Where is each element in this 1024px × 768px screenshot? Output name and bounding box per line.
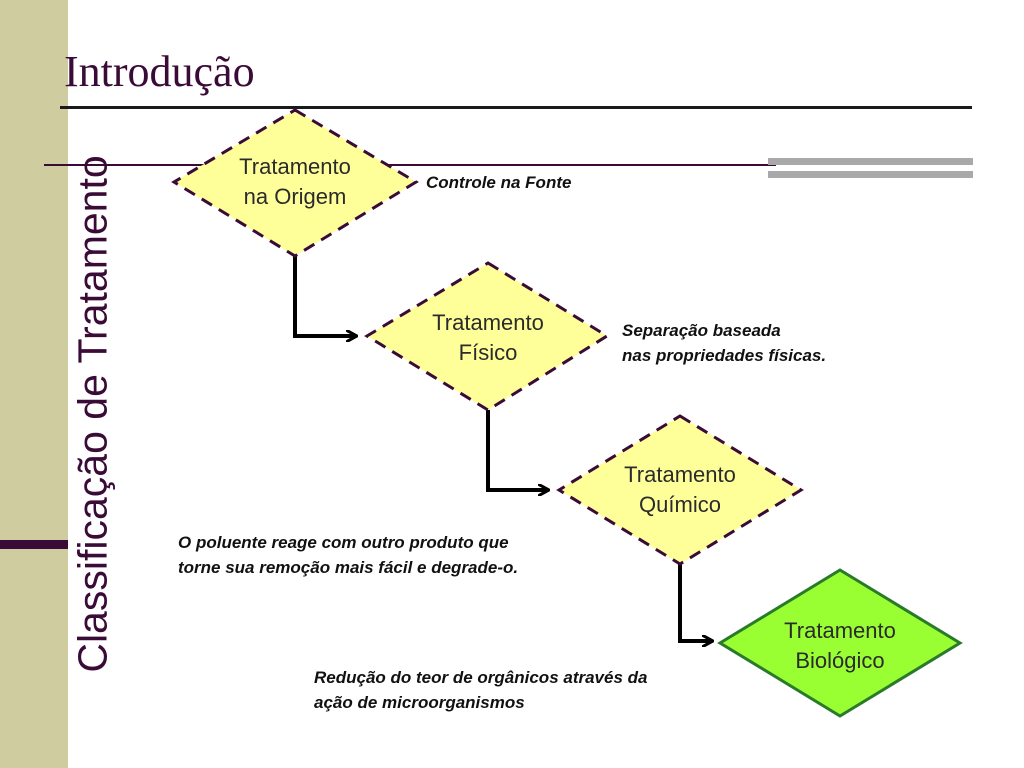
diamond-biologico [717,568,963,718]
node-biologico-line1: Tratamento [784,618,896,643]
decorative-bar-top [768,158,973,165]
node-quimico-label: Tratamento Químico [600,460,760,520]
left-band-marker [0,540,68,549]
diamond-fisico [364,261,610,412]
node-fisico-line1: Tratamento [432,310,544,335]
note-quimico-line2: torne sua remoção mais fácil e degrade-o… [178,558,519,577]
note-biologico-line2: ação de microorganismos [314,693,525,712]
node-fisico-line2: Físico [458,340,518,365]
note-quimico-line1: O poluente reage com outro produto que [178,533,509,552]
decorative-bar-bottom [768,171,973,178]
title-underline [60,106,972,109]
header-divider [44,164,776,166]
node-quimico-line2: Químico [639,492,721,517]
note-fisico-line2: nas propriedades físicas. [622,346,827,365]
note-biologico-line1: Redução do teor de orgânicos através da [314,668,648,687]
note-origem: Controle na Fonte [426,173,572,192]
note-fisico-line1: Separação baseada [622,321,781,340]
node-origem-line2: na Origem [243,184,347,209]
note-biologico: Redução do teor de orgânicos através da … [314,665,647,715]
note-fisico: Separação baseada nas propriedades físic… [622,318,826,368]
slide-title: Introdução [64,47,255,96]
left-decorative-band [0,0,68,768]
diamond-origem [171,108,419,258]
node-biologico-line2: Biológico [795,648,885,673]
note-quimico: O poluente reage com outro produto que t… [178,530,518,580]
connector-origem-fisico [293,256,356,336]
node-biologico-label: Tratamento Biológico [760,616,920,676]
connector-fisico-quimico [486,410,548,490]
node-origem-label: Tratamento na Origem [215,152,375,212]
node-origem-line1: Tratamento [239,154,351,179]
node-fisico-label: Tratamento Físico [408,308,568,368]
connector-quimico-biologico [678,564,712,641]
diamond-quimico [556,414,804,566]
node-quimico-line1: Tratamento [624,462,736,487]
